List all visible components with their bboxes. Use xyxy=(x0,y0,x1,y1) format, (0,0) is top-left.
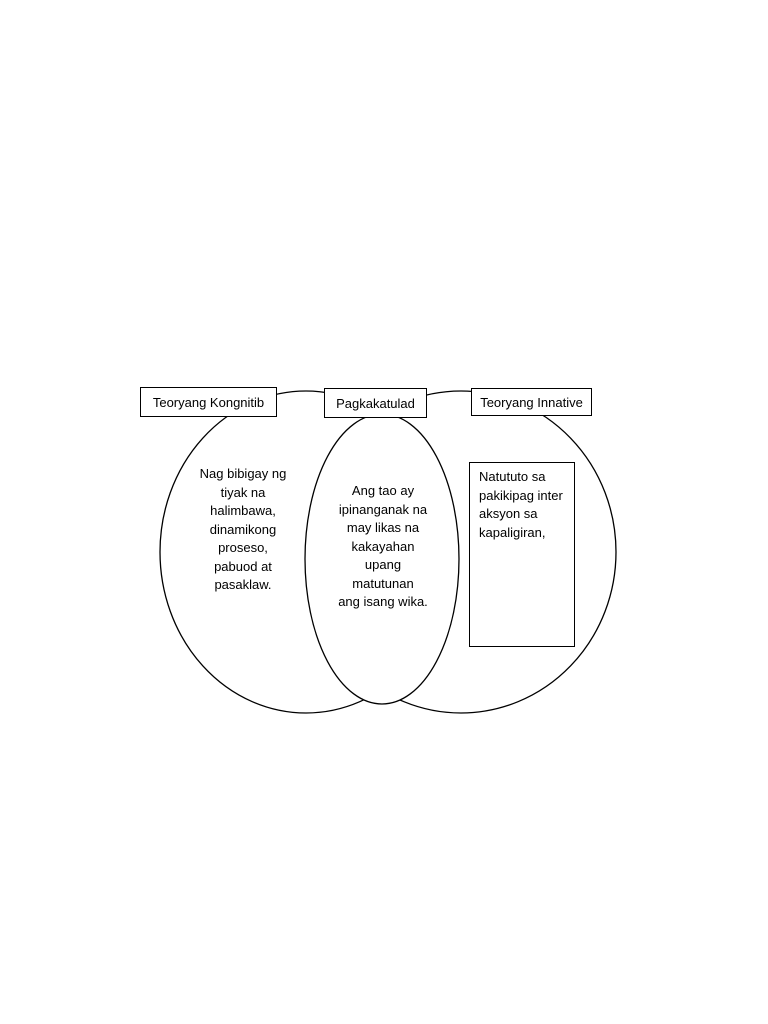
center-ellipse-text: Ang tao ay ipinanganak na may likas na k… xyxy=(338,483,428,609)
right-circle-text: Natututo sa pakikipag inter aksyon sa ka… xyxy=(479,469,563,540)
right-text-box: Natututo sa pakikipag inter aksyon sa ka… xyxy=(469,462,575,647)
label-teoryang-kongnitib: Teoryang Kongnitib xyxy=(140,387,277,417)
label-pagkakatulad-text: Pagkakatulad xyxy=(336,395,415,411)
label-pagkakatulad: Pagkakatulad xyxy=(324,388,427,418)
left-circle-text: Nag bibigay ng tiyak na halimbawa, dinam… xyxy=(199,466,287,592)
label-teoryang-innative-text: Teoryang Innative xyxy=(480,394,583,410)
label-teoryang-innative: Teoryang Innative xyxy=(471,388,592,416)
label-teoryang-kongnitib-text: Teoryang Kongnitib xyxy=(152,394,265,410)
